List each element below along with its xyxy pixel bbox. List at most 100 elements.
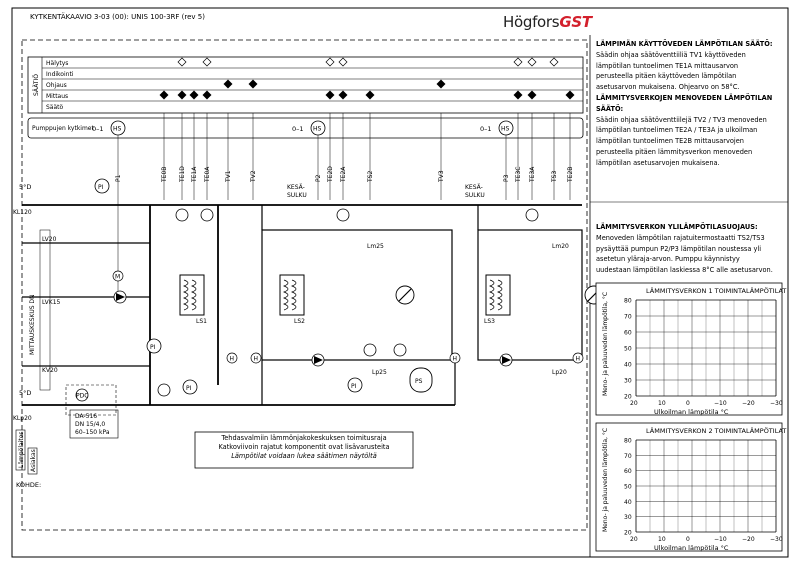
signal-marker-6-3 [325,90,335,100]
pumps: M [112,270,513,367]
svg-text:PI: PI [150,344,156,351]
note-heating-title: LÄMMITYSVERKOJEN MENOVEDEN LÄMPÖTILAN SÄ… [596,93,773,113]
sensor-label-0: TE0B [161,167,168,183]
delivery-boundary [21,39,588,531]
saatio-row-indikointi: Indikointi [46,71,74,78]
chart-ytick-1-6: 20 [624,394,632,401]
chart-ytick-2-3: 50 [624,484,632,491]
svg-text:PI: PI [186,385,192,392]
chart-title-2: LÄMMITYSVERKON 2 TOIMINTALÄMPÖTILAT [646,426,786,435]
signal-marker-11-0 [527,57,537,67]
saatio-label: SÄÄTIÖ [33,74,40,96]
chart-ytick-2-1: 70 [624,453,632,460]
signal-marker-0-3 [159,90,169,100]
sensor-label-10: TE3C [515,167,522,183]
signal-markers [159,57,575,100]
signal-marker-3-3 [202,90,212,100]
svg-text:MITTAUSKESKUS DN: MITTAUSKESKUS DN [29,294,36,355]
svg-text:Lp25: Lp25 [372,369,387,376]
svg-text:LS1: LS1 [196,318,207,325]
heat-exchanger-ls1: LS1 [179,274,207,325]
saatio-row-halytys: Hälytys [46,60,68,67]
signal-marker-13-3 [565,90,575,100]
chart-xtick-1-3: −10 [714,400,727,407]
chart-ytick-1-4: 40 [624,362,632,369]
signal-marker-10-0 [513,57,523,67]
svg-text:H: H [230,356,235,363]
svg-text:Lm20: Lm20 [552,243,569,250]
signal-marker-8-3 [365,90,375,100]
pressure-indicators: PI PI PI PI [94,178,363,395]
signal-marker-3-0 [202,57,212,67]
svg-text:DA-516: DA-516 [75,413,97,420]
pressure-tank: PS [409,367,433,393]
chart-xtick-1-1: 10 [658,400,666,407]
chart-xtick-2-3: −10 [714,536,727,543]
svg-text:HS: HS [501,126,510,133]
h-valves: H H H H [226,352,584,364]
svg-text:PS: PS [415,378,423,385]
signal-marker-1-3 [177,90,187,100]
pdc-valve: PDC DA-516 DN 15/4,0 60–150 kPa [65,384,119,439]
svg-text:Lm25: Lm25 [367,243,384,250]
chart-xtick-2-1: 10 [658,536,666,543]
chart-2: LÄMMITYSVERKON 2 TOIMINTALÄMPÖTILAT Meno-… [595,422,786,552]
chart-ytick-2-0: 80 [624,438,632,445]
saatio-row-saato: Säätö [46,104,64,111]
signal-marker-11-3 [527,90,537,100]
hogfors-logo: HögforsGST [503,13,592,31]
svg-text:PI: PI [98,184,104,191]
chart-xtick-1-2: 0 [686,400,690,407]
sensor-label-9: TV3 [438,170,445,183]
chart-xlabel-1: Ulkoilman lämpötila °C [654,408,729,416]
chart-ylabel-1: Meno- ja paluuveden lämpötila, °C [602,292,609,396]
chart-xtick-1-0: 20 [630,400,638,407]
info-box-line-3: Lämpötilat voidaan lukea säätimen näytöl… [231,452,377,460]
heat-exchanger-ls2: LS2 [279,274,305,325]
svg-text:60–150 kPa: 60–150 kPa [75,429,110,436]
chart-ytick-2-2: 60 [624,468,632,475]
thermometers [157,208,539,397]
chart-ytick-1-5: 30 [624,378,632,385]
chart-xlabel-2: Ulkoilman lämpötila °C [654,544,729,552]
svg-text:LV20: LV20 [42,236,57,243]
chart-xtick-2-0: 20 [630,536,638,543]
sensor-label-16: P3 [503,174,510,182]
switch-2-label: 0–1 [292,125,304,133]
svg-text:M: M [115,274,120,281]
sensor-label-3: TE0A [204,166,211,183]
chart-ytick-1-1: 70 [624,314,632,321]
switch-3-label: 0–1 [480,125,492,133]
chart-1: LÄMMITYSVERKON 1 TOIMINTALÄMPÖTILATMeno-… [595,282,786,416]
chart-ytick-1-2: 60 [624,330,632,337]
info-box-frame [194,431,414,469]
svg-text:KLp20: KLp20 [13,415,32,422]
chart-ytick-2-4: 40 [624,499,632,506]
svg-text:PDC: PDC [76,393,88,400]
signal-marker-4-2 [223,79,233,89]
svg-text:H: H [453,356,458,363]
connection-labels: 5°D KL120 LV20 LVK15 KV20 5°D KLp20 MITT… [13,183,569,422]
svg-text:LS2: LS2 [294,318,305,325]
sensor-label-7: TE2A [340,166,347,183]
svg-text:5°D: 5°D [19,183,31,191]
svg-text:SULKU: SULKU [287,192,307,199]
note-overheat: LÄMMITYSVERKON YLILÄMPÖTILASUOJAUS: Meno… [596,222,786,276]
info-box: Tehdasvalmiin lämmönjakokeskuksen toimit… [195,434,413,461]
bottom-left-labels: Lämpölaitos Asiakas KOHDE: [15,429,41,489]
sensor-label-5: TV2 [250,170,257,183]
signal-marker-6-0 [325,57,335,67]
chart-ytick-1-3: 50 [624,346,632,353]
sensor-label-1: TE1D [179,166,186,183]
svg-text:KESÄ-: KESÄ- [287,184,305,191]
sensor-label-14: P1 [115,174,122,182]
signal-marker-5-2 [248,79,258,89]
chart-ylabel-2: Meno- ja paluuveden lämpötila, °C [602,428,609,532]
note-hot-water: LÄMPIMÄN KÄYTTÖVEDEN LÄMPÖTILAN SÄÄTÖ: S… [596,39,786,169]
switch-1-label: 0–1 [92,125,104,133]
note-hot-water-title: LÄMPIMÄN KÄYTTÖVEDEN LÄMPÖTILAN SÄÄTÖ: [596,40,773,48]
svg-text:LS3: LS3 [484,318,495,325]
